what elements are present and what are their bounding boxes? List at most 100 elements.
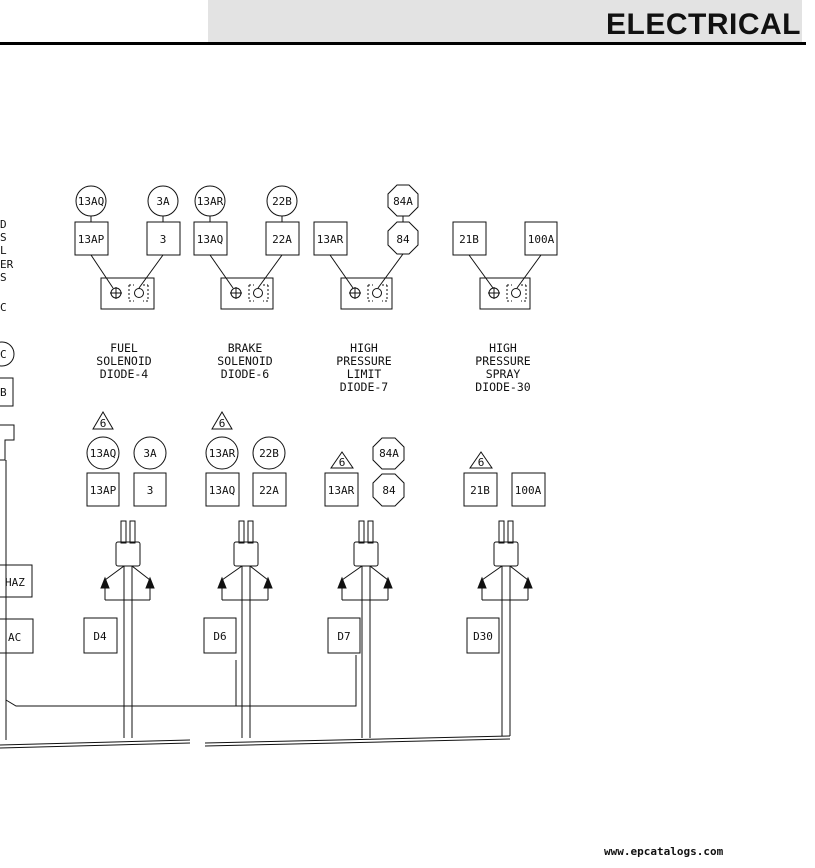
connector-pin — [367, 520, 374, 544]
connector-label: D4 — [93, 630, 107, 643]
bus-line-4 — [204, 738, 511, 747]
connector-body — [233, 541, 259, 567]
terminal-label: 21B — [459, 233, 479, 246]
connector-pin — [238, 520, 245, 544]
connector-d30: 6 21B 100A D30 — [463, 451, 546, 736]
header-rule — [0, 42, 806, 45]
connector-body — [115, 541, 141, 567]
left-edge-text-3: L — [0, 244, 7, 257]
wire-octagon — [372, 437, 405, 470]
connector-label: D7 — [337, 630, 350, 643]
bus-line-2 — [0, 742, 191, 749]
note-number: 6 — [478, 456, 485, 469]
wire-circle — [133, 436, 167, 470]
terminal-label: 3 — [147, 484, 154, 497]
wire-circle — [86, 436, 120, 470]
connector-pin — [507, 520, 514, 544]
connector-label: D30 — [473, 630, 493, 643]
diode-30-caption-2: PRESSURE — [475, 354, 530, 368]
label-box — [466, 617, 500, 654]
note-triangle — [330, 451, 354, 469]
note-triangle — [92, 411, 114, 430]
terminal-label: 100A — [528, 233, 555, 246]
left-edge-box — [0, 377, 14, 407]
terminal-box — [511, 472, 546, 507]
terminal-box — [324, 472, 359, 507]
left-edge-text-5: S — [0, 271, 7, 284]
wire-label: 3A — [156, 195, 170, 208]
diode-terminal — [134, 288, 144, 298]
connector-body — [353, 541, 379, 567]
label-box — [83, 617, 118, 654]
diode-30-block: 21B 100A — [452, 221, 558, 310]
bus-line-3 — [204, 735, 511, 744]
wire-circle — [252, 436, 286, 470]
terminal-label: 22A — [272, 233, 292, 246]
connector-pin — [247, 520, 254, 544]
terminal-box — [205, 472, 240, 507]
left-edge-text-2: S — [0, 231, 7, 244]
wire-label: 13AR — [209, 447, 236, 460]
note-number: 6 — [219, 417, 226, 430]
terminal-label: 22A — [259, 484, 279, 497]
bus-line-1 — [0, 739, 191, 746]
diode-terminal — [253, 288, 263, 298]
terminal-label: 13AR — [328, 484, 355, 497]
wire-label: 22B — [259, 447, 279, 460]
left-edge-text-6: C — [0, 301, 7, 314]
diode-body — [220, 277, 274, 310]
left-edge-text-4: ER — [0, 258, 14, 271]
terminal-label: 3 — [160, 233, 167, 246]
diode-7-caption-3: LIMIT — [347, 367, 382, 381]
wire-label: 13AR — [197, 195, 224, 208]
note-number: 6 — [339, 456, 346, 469]
diode-terminal — [511, 288, 521, 298]
wire-label: 13AQ — [78, 195, 105, 208]
label-box — [327, 617, 361, 654]
wire-label: 84 — [396, 233, 410, 246]
wire-label: 22B — [272, 195, 292, 208]
wire-circle — [205, 436, 239, 470]
terminal-box — [463, 472, 498, 507]
terminal-label: 13AP — [78, 233, 105, 246]
diode-4-caption-2: SOLENOID — [96, 354, 151, 368]
diode-30-caption-4: DIODE-30 — [475, 380, 530, 394]
left-edge-circle — [0, 341, 15, 367]
diode-body — [479, 277, 531, 310]
diode-terminal — [372, 288, 382, 298]
terminal-label: 13AR — [317, 233, 344, 246]
diode-6-caption-2: SOLENOID — [217, 354, 272, 368]
connector-pin — [120, 520, 127, 544]
terminal-label: 13AQ — [209, 484, 236, 497]
wire-label: 3A — [143, 447, 157, 460]
connector-d7: 6 13AR 84A 84 D7 — [324, 437, 405, 738]
haz-label: HAZ — [5, 576, 25, 589]
diode-body — [100, 277, 155, 310]
connector-label: D6 — [213, 630, 226, 643]
diode-4-caption-3: DIODE-4 — [100, 367, 149, 381]
diode-30-caption-1: HIGH — [489, 341, 517, 355]
terminal-label: 13AP — [90, 484, 117, 497]
ac-label: AC — [8, 631, 21, 644]
wire-label: 84A — [393, 195, 413, 208]
connector-body — [493, 541, 519, 567]
diode-7-caption-4: DIODE-7 — [340, 380, 389, 394]
note-triangle — [211, 411, 233, 430]
left-edge-box-label: B — [0, 386, 7, 399]
diode-4-caption-1: FUEL — [110, 341, 138, 355]
connector-pin — [498, 520, 505, 544]
left-edge-text-1: D — [0, 218, 7, 231]
ground-wire — [5, 655, 357, 707]
footer-url[interactable]: www.epcatalogs.com — [604, 845, 724, 858]
connector-d6: 6 13AR 13AQ 22B 22A D6 — [203, 411, 287, 738]
label-box — [203, 617, 237, 654]
terminal-box — [146, 221, 181, 256]
wire-label: 84 — [382, 484, 396, 497]
diode-7-caption-2: PRESSURE — [336, 354, 391, 368]
ac-box — [0, 618, 34, 654]
terminal-box — [133, 472, 167, 507]
terminal-box — [252, 472, 287, 507]
terminal-label: 100A — [515, 484, 542, 497]
connector-pin — [129, 520, 136, 544]
